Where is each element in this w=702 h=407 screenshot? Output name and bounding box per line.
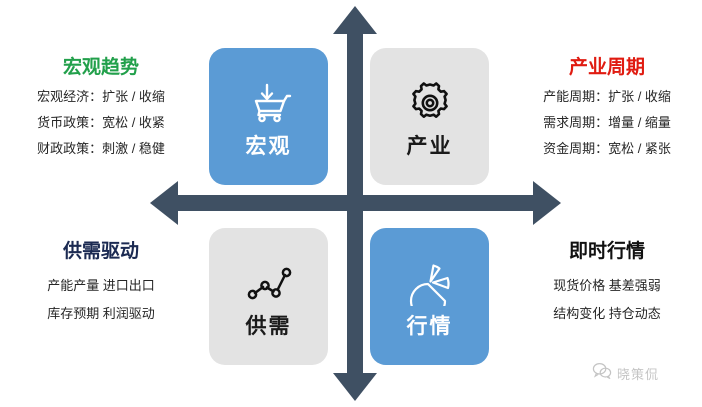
card-supply[interactable]: 供需 [209,228,328,365]
arrow-up-icon [333,6,377,34]
card-market[interactable]: 行情 [370,228,489,365]
quadrant-top-right-line-2: 需求周期：增量 / 缩量 [543,115,671,130]
wechat-official-account-icon [592,362,612,384]
arrow-left-icon [150,181,178,225]
quadrant-bottom-left-line-2: 库存预期 利润驱动 [47,306,155,321]
quadrant-top-left-line-2: 货币政策：宽松 / 收紧 [37,115,165,130]
horizontal-axis [178,195,533,211]
quadrant-bottom-right-heading: 即时行情 [568,241,645,262]
quadrant-top-right-line-3: 资金周期：宽松 / 紧张 [543,141,671,156]
card-market-label: 行情 [406,315,453,338]
quadrant-top-right: 产业周期 产能周期：扩张 / 收缩 需求周期：增量 / 缩量 资金周期：宽松 /… [512,58,702,155]
quadrant-top-right-line-1: 产能周期：扩张 / 收缩 [543,89,671,104]
quadrant-top-right-heading: 产业周期 [568,57,645,78]
quadrant-top-left-line-1: 宏观经济：扩张 / 收缩 [37,89,165,104]
pie-chart-icon [406,256,454,310]
card-industry[interactable]: 产业 [370,48,489,185]
quadrant-top-left-line-3: 财政政策：刺激 / 稳健 [37,141,165,156]
arrow-right-icon [533,181,561,225]
shopping-cart-download-icon [246,76,292,130]
watermark-text: 晓策侃 [617,366,660,382]
quadrant-top-left: 宏观趋势 宏观经济：扩张 / 收缩 货币政策：宽松 / 收紧 财政政策：刺激 /… [0,58,202,155]
card-macro-label: 宏观 [245,135,292,158]
quadrant-bottom-left-line-1: 产能产量 进口出口 [47,278,155,293]
quadrant-bottom-right: 即时行情 现货价格 基差强弱 结构变化 持仓动态 [512,242,702,335]
quadrant-bottom-left: 供需驱动 产能产量 进口出口 库存预期 利润驱动 [0,242,202,335]
gear-icon [407,76,453,130]
quadrant-bottom-right-line-2: 结构变化 持仓动态 [553,306,661,321]
card-supply-label: 供需 [245,315,292,338]
quadrant-top-left-heading: 宏观趋势 [62,57,139,78]
quadrant-bottom-left-heading: 供需驱动 [62,241,139,262]
connected-nodes-line-chart-icon [245,256,293,310]
quadrant-bottom-right-line-1: 现货价格 基差强弱 [553,278,661,293]
card-industry-label: 产业 [406,135,453,158]
watermark: 晓策侃 [592,362,659,384]
card-macro[interactable]: 宏观 [209,48,328,185]
arrow-down-icon [333,373,377,401]
